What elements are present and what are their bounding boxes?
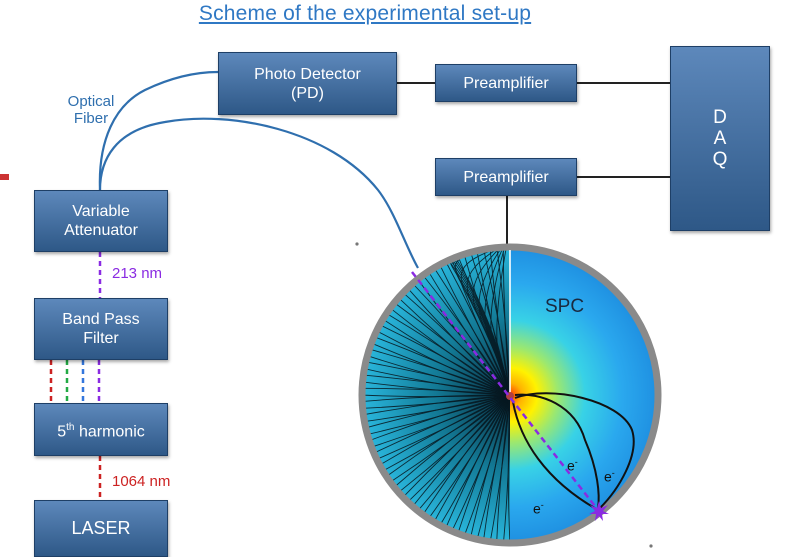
wavelength-213-label: 213 nm (112, 265, 163, 282)
field-line (363, 374, 510, 396)
field-line (363, 361, 510, 396)
edge-marker (0, 174, 9, 180)
photo-detector-label: Photo Detector (PD) (254, 65, 361, 102)
electron-label-1: e- (567, 457, 578, 474)
dot-marker (649, 544, 653, 548)
field-line (377, 394, 510, 467)
band-pass-filter-label: Band Pass Filter (62, 311, 140, 347)
field-line (377, 323, 510, 396)
optical-fibers (98, 70, 419, 269)
band-pass-filter-box: Band Pass Filter (34, 298, 168, 360)
field-line (469, 394, 510, 540)
laser-label: LASER (71, 518, 131, 538)
fifth-harmonic-box: 5th harmonic (34, 403, 168, 456)
page-title: Scheme of the experimental set-up (198, 2, 532, 25)
field-line (482, 394, 510, 542)
spc-label: SPC (545, 296, 585, 317)
field-line (363, 387, 510, 396)
preamplifier-bottom-box: Preamplifier (435, 158, 577, 196)
field-line (363, 394, 510, 403)
field-line (401, 394, 510, 500)
field-line (371, 394, 510, 455)
daq-box: D A Q (670, 46, 770, 231)
field-line (367, 394, 510, 442)
field-line (507, 394, 510, 542)
field-line (367, 348, 510, 396)
variable-attenuator-box: Variable Attenuator (34, 190, 168, 252)
field-line (421, 273, 510, 396)
variable-attenuator-label: Variable Attenuator (64, 203, 138, 239)
field-line (456, 394, 510, 536)
laser-box: LASER (34, 500, 168, 557)
field-line (496, 394, 510, 542)
field-line (384, 312, 510, 396)
field-line (444, 394, 510, 531)
wavelength-1064-label: 1064 nm (112, 473, 171, 490)
preamplifier-top-box: Preamplifier (435, 64, 577, 102)
daq-label: D A Q (712, 107, 728, 170)
field-line (384, 394, 510, 478)
field-line (432, 394, 510, 525)
preamplifier-bottom-label: Preamplifier (463, 168, 549, 186)
beam-paths (49, 252, 102, 500)
field-line (363, 394, 510, 416)
fifth-harmonic-label: 5th harmonic (57, 421, 145, 441)
field-line (363, 394, 510, 429)
field-line (392, 394, 510, 489)
field-line (419, 248, 510, 396)
electron-paths (512, 392, 635, 511)
field-line (421, 394, 510, 517)
signal-wires (397, 82, 670, 252)
electron-label-2: e- (604, 468, 615, 485)
field-line (482, 248, 510, 396)
optical-fiber-label: Optical Fiber (67, 93, 115, 127)
field-line (392, 301, 510, 396)
field-line (410, 394, 510, 509)
field-line (371, 335, 510, 396)
field-line (496, 248, 510, 396)
dot-marker (355, 242, 359, 246)
preamplifier-top-label: Preamplifier (463, 74, 549, 92)
field-line (432, 265, 510, 396)
spc-sphere (358, 243, 662, 547)
photoemission-spark-icon (589, 501, 609, 521)
photo-detector-box: Photo Detector (PD) (218, 52, 397, 115)
field-line (444, 259, 510, 396)
electron-label-3: e- (533, 500, 544, 517)
